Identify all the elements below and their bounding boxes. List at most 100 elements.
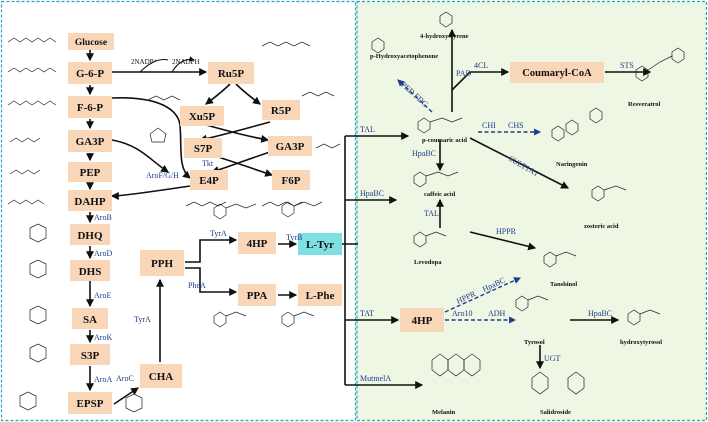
compound-tanshinol: Tanshinol xyxy=(550,281,577,288)
enzyme-phea: PheA xyxy=(188,281,206,290)
compound-naringenin: Naringenin xyxy=(556,161,588,168)
node-l-tyr-label: L-Tyr xyxy=(306,239,334,251)
enzyme-aro10: Aro10 xyxy=(452,309,472,318)
enzyme-aroe: AroE xyxy=(94,291,111,300)
compound-hydroxyacetophenone: p-Hydroxyacetophenone xyxy=(370,53,438,60)
enzyme-mutmela: MutmelA xyxy=(360,374,391,383)
compound-4-hydroxystyrene: 4-hydroxystyrene xyxy=(420,33,469,40)
node-pep-label: PEP xyxy=(80,167,101,179)
enzyme-arod: AroD xyxy=(94,249,112,258)
node-s3p xyxy=(70,344,110,365)
enzyme-hpabc-caffeic: HpaBC xyxy=(412,149,436,158)
node-dahp-label: DAHP xyxy=(74,196,105,208)
node-coumaryl-coa-label: Coumaryl-CoA xyxy=(522,68,592,79)
node-s7p-label: S7P xyxy=(194,143,213,155)
node-cha-label: CHA xyxy=(149,371,174,383)
enzyme-arob: AroB xyxy=(94,213,112,222)
node-4hp-lower xyxy=(400,308,444,332)
enzyme-tyra-cha: TyrA xyxy=(134,315,151,324)
enzyme-tkt: Tkt xyxy=(202,159,214,168)
node-sa-label: SA xyxy=(83,314,97,326)
node-r5p-label: R5P xyxy=(271,105,291,117)
enzyme-adh: ADH xyxy=(488,309,506,318)
node-pph-label: PPH xyxy=(151,258,173,270)
enzyme-hpabc-tyrosol: HpaBC xyxy=(588,309,612,318)
node-g6p-label: G-6-P xyxy=(76,68,104,80)
enzyme-aroc: AroC xyxy=(116,374,134,383)
compound-levodopa: Levodopa xyxy=(414,259,442,266)
enzyme-tal-main: TAL xyxy=(360,125,375,134)
cofactor-arc xyxy=(139,58,169,73)
node-ga3p-left-label: GA3P xyxy=(76,136,105,148)
node-e4p-label: E4P xyxy=(199,175,219,187)
node-f6p-right xyxy=(272,170,310,190)
node-ppa-label: PPA xyxy=(247,290,268,302)
enzyme-tal-dopa: TAL xyxy=(424,209,439,218)
node-4hp-upper xyxy=(238,232,276,254)
node-pep xyxy=(68,162,112,182)
node-l-phe xyxy=(298,284,342,306)
enzyme-tyra-pph: TyrA xyxy=(210,229,227,238)
enzyme-arofgh: AroF/G/H xyxy=(146,171,179,180)
node-ppa xyxy=(238,284,276,306)
compound-p-coumaric-acid: p-coumaric acid xyxy=(422,137,467,144)
compound-caffeic-acid: caffeic acid xyxy=(424,191,456,198)
compound-zosteric-acid: zosteric acid xyxy=(584,223,619,230)
e4p-to-dahp xyxy=(110,185,191,200)
compound-salidroside: Salidroside xyxy=(540,409,571,416)
node-dhs-label: DHS xyxy=(79,266,102,278)
node-e4p xyxy=(190,170,228,190)
enzyme-sts: STS xyxy=(620,61,634,70)
node-l-tyr xyxy=(298,233,342,255)
node-4hp-upper-label: 4HP xyxy=(247,238,268,250)
enzyme-arok: AroK xyxy=(94,333,112,342)
node-coumaryl-coa xyxy=(510,62,604,83)
node-sa xyxy=(72,308,108,329)
node-xu5p-label: Xu5P xyxy=(189,111,216,123)
node-cha xyxy=(140,364,182,388)
enzyme-chs: CHS xyxy=(508,121,524,130)
node-f6p xyxy=(68,96,112,118)
enzyme-chi: CHI xyxy=(482,121,496,130)
enzyme-hppr-dopa: HPPR xyxy=(496,227,517,236)
node-ru5p-label: Ru5P xyxy=(218,68,245,80)
node-glucose-label: Glucose xyxy=(75,38,107,48)
enzyme-4cl: 4CL xyxy=(474,61,488,70)
compound-resveratrol: Resveratrol xyxy=(628,101,661,108)
node-f6p-label: F-6-P xyxy=(77,102,104,114)
node-epsp xyxy=(68,392,112,414)
enzyme-ugt: UGT xyxy=(544,354,561,363)
node-ru5p xyxy=(208,62,254,84)
ru5p-to-xu5p xyxy=(205,83,231,105)
ru5p-to-r5p xyxy=(235,83,261,105)
node-4hp-lower-label: 4HP xyxy=(412,315,433,327)
enzyme-tat: TAT xyxy=(360,309,374,318)
enzyme-tyrb: TyrB xyxy=(286,233,302,242)
compound-tyrosol: Tyrosol xyxy=(524,339,545,346)
cofactor-nadp: 2NADP⁺ xyxy=(131,58,158,66)
compound-hydroxytyrosol: hydroxytyrosol xyxy=(620,339,662,346)
node-pph xyxy=(140,250,184,276)
node-dhs xyxy=(70,260,110,281)
enzyme-pad: PAD xyxy=(456,69,471,78)
node-ga3p-right xyxy=(268,136,312,156)
node-ga3p-left xyxy=(68,130,112,152)
enzyme-hpabc-main: HpaBC xyxy=(360,189,384,198)
node-r5p xyxy=(262,100,300,120)
compound-melanin: Melanin xyxy=(432,409,455,416)
enzyme-aroa: AroA xyxy=(94,375,112,384)
node-dahp xyxy=(68,190,112,211)
node-g6p xyxy=(68,62,112,84)
node-glucose xyxy=(68,33,114,50)
node-s3p-label: S3P xyxy=(81,350,100,362)
node-xu5p xyxy=(180,106,224,126)
node-dhq-label: DHQ xyxy=(77,230,103,242)
node-f6p-right-label: F6P xyxy=(282,175,301,187)
node-epsp-label: EPSP xyxy=(77,398,104,410)
node-dhq xyxy=(70,224,110,245)
node-s7p xyxy=(184,138,222,158)
cofactor-nadph: 2NADPH xyxy=(172,58,200,66)
node-ga3p-right-label: GA3P xyxy=(276,141,305,153)
node-l-phe-label: L-Phe xyxy=(306,290,335,302)
